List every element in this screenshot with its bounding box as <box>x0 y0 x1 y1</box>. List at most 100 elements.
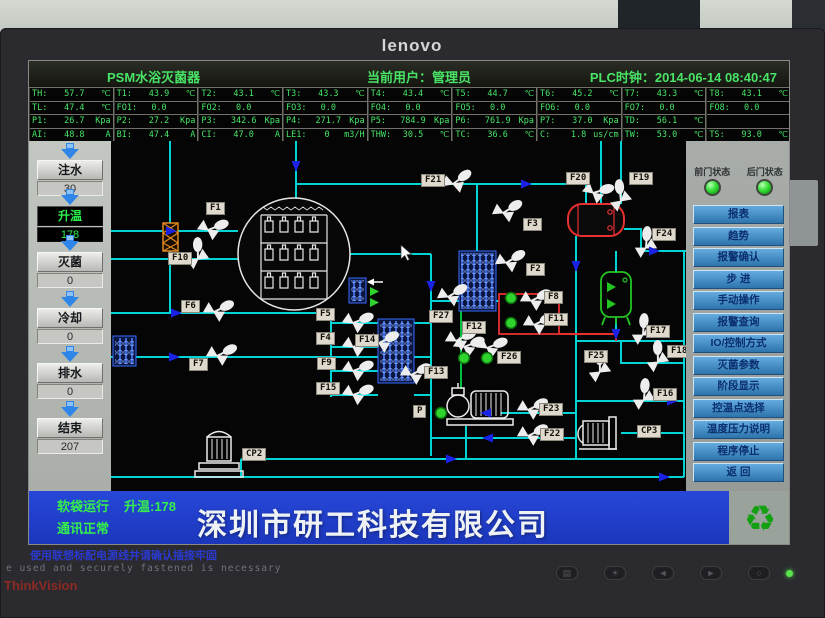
step-down-arrow-icon <box>59 189 81 205</box>
phase-timer-3: 0 <box>37 273 103 288</box>
tag-unit: Kpa <box>518 116 534 127</box>
thinkvision-logo: ThinkVision <box>4 578 78 593</box>
tag-name: TW: <box>624 129 641 140</box>
tag-value: 26.7 <box>64 116 85 127</box>
tag-name: P5: <box>370 116 387 127</box>
step-down-arrow-icon <box>59 235 81 251</box>
tag-value: 57.7 <box>64 89 85 100</box>
menu-button-8[interactable]: 灭菌参数 <box>693 355 784 375</box>
osd-left-icon[interactable]: ◄ <box>652 566 674 580</box>
menu-button-10[interactable]: 控温点选择 <box>693 398 784 418</box>
tag-unit: ℃ <box>270 89 280 100</box>
status-bar: 软袋运行 升温:178 通讯正常 深圳市研工科技有限公司 ♻ <box>29 491 789 544</box>
osd-power-icon[interactable]: ○ <box>748 566 770 580</box>
tag-value: 47.4 <box>148 129 170 140</box>
orange-exchanger <box>161 222 180 252</box>
data-cell: T5:44.7℃ <box>453 88 536 102</box>
osd-right-icon[interactable]: ► <box>700 566 722 580</box>
menu-button-5[interactable]: 手动操作 <box>693 291 784 310</box>
tag-name: T3: <box>285 89 302 100</box>
tag-value: 56.1 <box>656 116 678 127</box>
tag-name: T8: <box>709 89 725 100</box>
data-cell: T1:43.9℃ <box>114 88 198 102</box>
tag-name: BI: <box>116 129 133 140</box>
device-tag-f11: F11 <box>544 313 569 326</box>
device-tag-cp3: CP3 <box>637 425 662 438</box>
tag-unit: Kpa <box>433 116 450 127</box>
stage-timer-text: 升温:178 <box>124 499 177 514</box>
tag-value: 43.1 <box>741 89 762 100</box>
device-tag-p: P <box>413 405 427 418</box>
phase-button-5[interactable]: 排水 <box>37 363 103 383</box>
tag-name: TL: <box>32 102 48 113</box>
tag-value: 0.0 <box>320 102 336 113</box>
data-cell: TH:57.7℃ <box>30 88 113 102</box>
phase-button-6[interactable]: 结束 <box>37 418 103 438</box>
device-tag-f7: F7 <box>189 358 208 371</box>
data-cell: T6:45.2℃ <box>537 88 621 102</box>
menu-button-4[interactable]: 步 进 <box>693 269 784 289</box>
menu-button-6[interactable]: 报警查询 <box>693 312 784 332</box>
tag-value: 30.5 <box>402 129 424 140</box>
menu-button-12[interactable]: 程序停止 <box>693 441 784 461</box>
menu-button-1[interactable]: 报表 <box>693 205 784 224</box>
tag-name: AI: <box>32 129 48 140</box>
tag-name: FO4: <box>370 102 392 113</box>
osd-brightness-icon[interactable]: ☀ <box>604 566 626 580</box>
tag-unit: A <box>274 129 280 140</box>
chamber-window <box>237 197 351 311</box>
pump-cp2 <box>194 430 244 478</box>
tag-unit: ℃ <box>439 89 450 100</box>
osd-menu-icon[interactable]: ▤ <box>556 566 578 580</box>
tag-name: C: <box>539 129 551 140</box>
menu-button-11[interactable]: 温度压力说明 <box>693 420 784 439</box>
tag-value: 53.0 <box>656 129 678 140</box>
device-tag-f3: F3 <box>523 218 542 231</box>
tag-value: 1.8 <box>570 129 587 140</box>
tag-name: FO8: <box>709 102 730 113</box>
device-tag-f23: F23 <box>539 403 564 416</box>
tag-value: 43.4 <box>402 89 424 100</box>
phase-button-1[interactable]: 注水 <box>37 160 103 180</box>
tag-unit: ℃ <box>778 129 788 140</box>
menu-button-2[interactable]: 趋势 <box>693 226 784 246</box>
phase-timer-6: 207 <box>37 439 103 454</box>
tag-unit: m3/H <box>344 129 365 140</box>
mimic-diagram <box>111 141 686 482</box>
tag-value: 0.0 <box>743 102 760 113</box>
menu-button-9[interactable]: 阶段显示 <box>693 377 784 396</box>
tag-value: 44.7 <box>487 89 508 100</box>
device-tag-f8: F8 <box>544 291 563 304</box>
phase-button-3[interactable]: 灭菌 <box>37 252 103 272</box>
device-tag-f17: F17 <box>646 325 671 338</box>
monitor-bezel: lenovo PSM水浴灭菌器 当前用户：管理员 PLC时钟：2014-06-1… <box>0 28 825 618</box>
device-tag-f24: F24 <box>652 228 677 241</box>
phase-button-4[interactable]: 冷却 <box>37 308 103 328</box>
tag-name: T6: <box>539 89 556 100</box>
menu-button-13[interactable]: 返 回 <box>693 463 784 482</box>
phase-button-2[interactable]: 升温 <box>37 206 103 226</box>
menu-button-7[interactable]: IO/控制方式 <box>693 334 784 353</box>
tag-value: 47.0 <box>233 129 254 140</box>
plc-clock: PLC时钟：2014-06-14 08:40:47 <box>589 70 777 85</box>
device-tag-f5: F5 <box>316 308 335 321</box>
menu-button-3[interactable]: 报警确认 <box>693 248 784 267</box>
osd-controls: ▤ ☀ ◄ ► ○ <box>556 566 770 580</box>
tag-unit: ℃ <box>693 116 704 127</box>
titlebar: PSM水浴灭菌器 当前用户：管理员 PLC时钟：2014-06-14 08:40… <box>29 61 789 87</box>
step-down-arrow-icon <box>59 291 81 307</box>
device-tag-f21: F21 <box>421 174 446 187</box>
tag-value: 43.1 <box>233 89 254 100</box>
main-area: 注水30升温178灭菌0冷却0排水0结束207 <box>29 141 789 491</box>
